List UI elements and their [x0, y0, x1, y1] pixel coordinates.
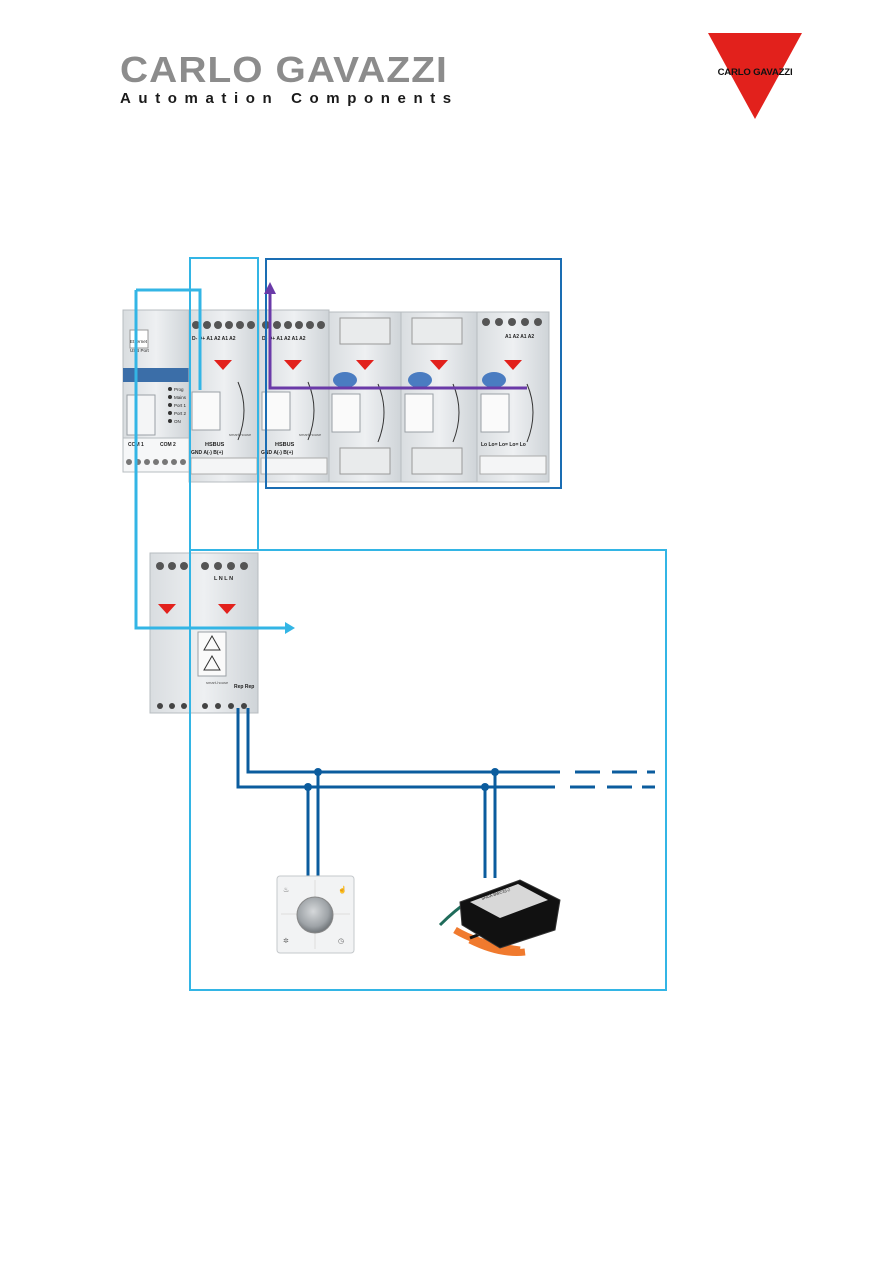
power-rep-terminals: Rep Rep [234, 684, 254, 690]
cyan-bus-lines [134, 288, 285, 630]
gateway-port-on: ON [174, 419, 181, 424]
relay-3-top-terminals: A1 A2 A1 A2 [505, 334, 534, 340]
gateway-usb-label: USB Port [130, 348, 150, 353]
gateway-port-2: Port 2 [174, 411, 187, 416]
relay-module-2 [400, 311, 478, 483]
hsbus-a-top-terminals: D- D+ A1 A2 A1 A2 [192, 336, 236, 342]
relay-3-bottom-terminals: Lo Lo= Lo= Lo= Lo [481, 442, 526, 448]
svg-text:☝: ☝ [338, 885, 347, 894]
power-top-terminals: L N L N [214, 576, 233, 582]
hsbus-b-top-terminals: D- D+ A1 A2 A1 A2 [262, 336, 306, 342]
cyan-arrow-icon [285, 622, 295, 634]
hsbus-a-label: HSBUS [205, 442, 225, 448]
logo-text: CARLO GAVAZZI [717, 67, 793, 78]
gateway-port-1: Port 1 [174, 403, 187, 408]
purple-line [264, 282, 527, 390]
gateway-module: Prog Mains Port 1 Port 2 ON Ethernet USB… [122, 309, 190, 473]
svg-text:✲: ✲ [283, 937, 289, 945]
relay-group-frame [265, 258, 562, 489]
gateway-port-mains: Mains [174, 395, 187, 400]
hsbus-b-label: HSBUS [275, 442, 295, 448]
hsbus-a-terminals: GND A(-) B(+) [191, 450, 224, 456]
relay-module-1 [328, 311, 402, 483]
hsbus-b-brand: smart-house [299, 432, 322, 437]
power-module: L N L N Rep Rep smart-house [149, 552, 259, 714]
hsbus-b-terminals: GND A(-) B(+) [261, 450, 294, 456]
gateway-com2-label: COM 2 [160, 442, 176, 448]
brand-name: CARLO GAVAZZI [120, 49, 448, 90]
cyan-frames [189, 257, 667, 991]
gateway-ethernet-label: Ethernet [130, 339, 148, 344]
wall-push-button: ♨ ✲ ☝ ◷ [276, 875, 355, 954]
gateway-port-prog: Prog [174, 387, 184, 392]
power-brand: smart-house [206, 680, 229, 685]
svg-text:♨: ♨ [283, 886, 289, 894]
relay-module-3: A1 A2 A1 A2 Lo Lo= Lo= Lo= Lo [476, 311, 550, 483]
field-bus-wires [236, 708, 655, 878]
hsbus-a-brand: smart-house [229, 432, 252, 437]
sensor-device: SHDA-BWC33-2 [438, 879, 561, 956]
svg-text:◷: ◷ [338, 938, 344, 945]
brand-subtitle: Automation Components [120, 90, 459, 107]
carlo-gavazzi-logo-icon [708, 33, 802, 119]
brand-wordmark: CARLO GAVAZZI Automation Components [120, 52, 459, 108]
